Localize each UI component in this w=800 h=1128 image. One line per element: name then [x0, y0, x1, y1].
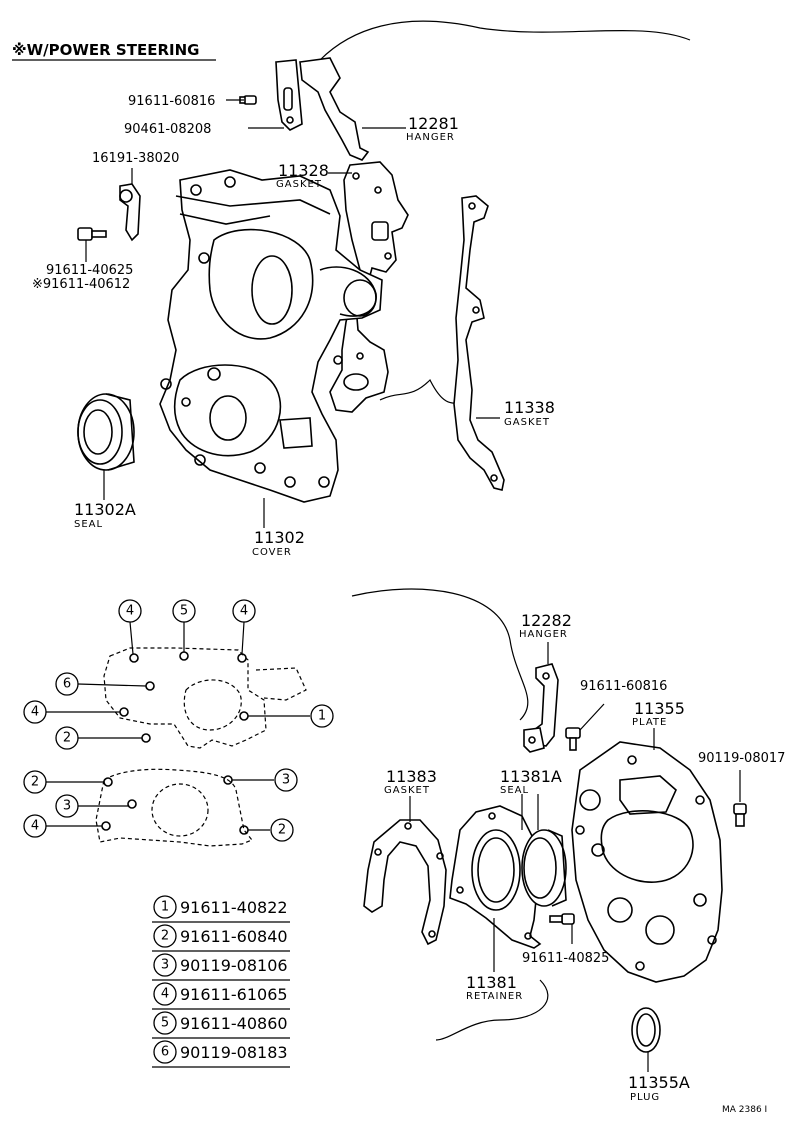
- label-11381A-name: SEAL: [500, 785, 529, 796]
- svg-text:4: 4: [240, 604, 248, 619]
- label-11328: 11328: [278, 161, 329, 180]
- plug-11355A: [631, 1007, 661, 1053]
- svg-text:91611-60840: 91611-60840: [180, 927, 288, 946]
- svg-text:4: 4: [31, 705, 39, 720]
- svg-text:1: 1: [318, 709, 326, 724]
- legend-row-6: 6 90119-08183: [152, 1040, 290, 1068]
- bolt-legend-table: 1 91611-40822 2 91611-60840 3 90119-0810…: [152, 895, 290, 1068]
- label-90461-08208: 90461-08208: [124, 122, 211, 137]
- callout-6: 6: [55, 672, 79, 696]
- label-12281: 12281: [408, 114, 459, 133]
- hanger-12281: [275, 57, 370, 161]
- gasket-11383: [363, 819, 447, 946]
- label-11355A-name: PLUG: [630, 1092, 660, 1103]
- diagram-header: ※W/POWER STEERING: [12, 41, 199, 59]
- hanger-12282: [523, 663, 559, 753]
- svg-text:3: 3: [63, 799, 71, 814]
- timing-cover-11302: [159, 169, 383, 503]
- callout-2-right: 2: [270, 818, 294, 842]
- callout-3-right: 3: [274, 768, 298, 792]
- svg-text:2: 2: [278, 823, 286, 838]
- callout-4-top-right: 4: [232, 599, 256, 623]
- label-11328-name: GASKET: [276, 179, 322, 190]
- diagram-code: MA 2386 I: [722, 1105, 767, 1115]
- label-90119-08017: 90119-08017: [698, 751, 785, 766]
- label-11355: 11355: [634, 699, 685, 718]
- bolt-91611-40625: [77, 227, 107, 241]
- svg-text:4: 4: [126, 604, 134, 619]
- svg-text:91611-40822: 91611-40822: [180, 898, 288, 917]
- legend-row-4: 4 91611-61065: [152, 982, 290, 1010]
- label-11302A-name: SEAL: [74, 519, 103, 530]
- label-11338: 11338: [504, 398, 555, 417]
- seal-11381A: [521, 829, 567, 907]
- bolt-location-diagram: [95, 647, 307, 847]
- label-12282: 12282: [521, 611, 572, 630]
- svg-text:6: 6: [63, 677, 71, 692]
- svg-text:1: 1: [161, 900, 169, 915]
- label-12282-name: HANGER: [519, 629, 568, 640]
- svg-text:2: 2: [161, 929, 169, 944]
- callout-5: 5: [172, 599, 196, 623]
- svg-text:90119-08183: 90119-08183: [180, 1043, 288, 1062]
- svg-text:91611-61065: 91611-61065: [180, 985, 288, 1004]
- label-11302: 11302: [254, 528, 305, 547]
- label-11355-name: PLATE: [632, 717, 667, 728]
- clip-16191-38020: [119, 183, 141, 242]
- label-91611-40625: 91611-40625: [46, 263, 133, 278]
- label-12281-name: HANGER: [406, 132, 455, 143]
- svg-text:2: 2: [31, 775, 39, 790]
- label-11381A: 11381A: [500, 767, 562, 786]
- callout-4-bottom-left: 4: [23, 814, 47, 838]
- label-91611-40825: 91611-40825: [522, 951, 609, 966]
- label-11302A: 11302A: [74, 500, 136, 519]
- svg-text:5: 5: [180, 604, 188, 619]
- svg-text:6: 6: [161, 1045, 169, 1060]
- engine-outline-curve: [319, 20, 691, 61]
- label-91611-60816-top: 91611-60816: [128, 94, 215, 109]
- svg-text:5: 5: [161, 1016, 169, 1031]
- label-16191-38020: 16191-38020: [92, 151, 179, 166]
- plate-11355: [571, 741, 723, 983]
- callout-3-left: 3: [55, 794, 79, 818]
- callout-2-left-upper: 2: [55, 726, 79, 750]
- svg-text:3: 3: [161, 958, 169, 973]
- svg-text:4: 4: [161, 987, 169, 1002]
- label-11338-name: GASKET: [504, 417, 550, 428]
- label-11381: 11381: [466, 973, 517, 992]
- label-91611-40612: ※91611-40612: [32, 277, 130, 292]
- retainer-11381: [449, 805, 542, 949]
- svg-text:4: 4: [31, 819, 39, 834]
- bolt-91611-40825: [549, 913, 575, 925]
- svg-text:2: 2: [63, 731, 71, 746]
- oil-seal-11302A: [77, 393, 135, 471]
- svg-text:90119-08106: 90119-08106: [180, 956, 288, 975]
- callout-4-left: 4: [23, 700, 47, 724]
- label-11302-name: COVER: [252, 547, 292, 558]
- legend-row-1: 1 91611-40822: [152, 895, 290, 923]
- label-11383: 11383: [386, 767, 437, 786]
- callout-4-top-left: 4: [118, 599, 142, 623]
- callout-2-left-mid: 2: [23, 770, 47, 794]
- legend-row-2: 2 91611-60840: [152, 924, 290, 952]
- engine-outline-curve-3: [351, 588, 529, 721]
- svg-text:91611-40860: 91611-40860: [180, 1014, 288, 1033]
- label-11383-name: GASKET: [384, 785, 430, 796]
- gasket-11338: [453, 195, 505, 491]
- bolt-90119-08017: [733, 803, 747, 827]
- bolt-91611-60816-bottom: [565, 727, 581, 751]
- legend-row-3: 3 90119-08106: [152, 953, 290, 981]
- legend-row-5: 5 91611-40860: [152, 1011, 290, 1039]
- svg-text:3: 3: [282, 773, 290, 788]
- callout-1: 1: [310, 704, 334, 728]
- label-11381-name: RETAINER: [466, 991, 523, 1002]
- label-91611-60816-bottom: 91611-60816: [580, 679, 667, 694]
- label-11355A: 11355A: [628, 1073, 690, 1092]
- retainer-leader-curve: [435, 979, 549, 1041]
